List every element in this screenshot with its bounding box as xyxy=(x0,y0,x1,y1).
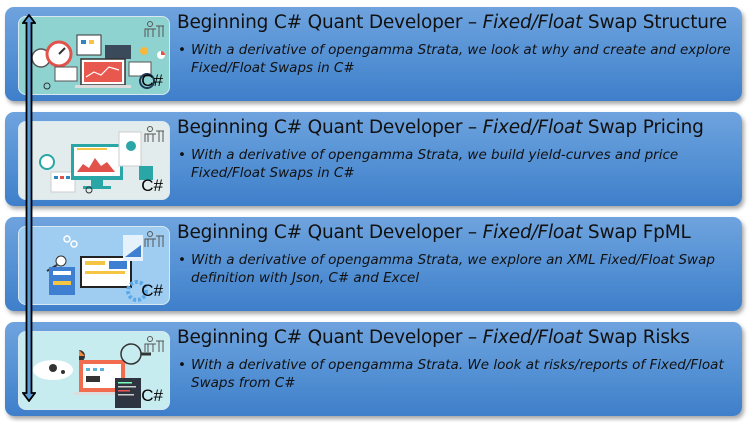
csharp-badge: C# xyxy=(141,71,163,90)
teacher-icon xyxy=(144,231,164,247)
double-arrow-icon xyxy=(22,14,36,402)
course-title[interactable]: Beginning C# Quant Developer – Fixed/Flo… xyxy=(177,117,704,138)
code-laptop-illustration-icon xyxy=(33,343,151,408)
course-description: • With a derivative of opengamma Strata.… xyxy=(178,357,724,391)
course-thumbnail: C# xyxy=(18,121,170,200)
course-description: • With a derivative of opengamma Strata,… xyxy=(178,42,731,76)
course-card-swap-pricing[interactable]: C# Beginning C# Quant Developer – Fixed/… xyxy=(5,112,742,206)
course-thumbnail: C# xyxy=(18,16,170,95)
course-card-swap-fpml[interactable]: C# Beginning C# Quant Developer – Fixed/… xyxy=(5,217,742,311)
bullet-icon: • xyxy=(178,42,186,58)
csharp-badge: C# xyxy=(141,386,163,405)
course-description: • With a derivative of opengamma Strata,… xyxy=(178,147,679,181)
analytics-monitor-illustration-icon xyxy=(39,131,153,194)
teacher-icon xyxy=(144,21,164,37)
bullet-icon: • xyxy=(178,357,186,373)
csharp-badge: C# xyxy=(141,281,163,300)
course-thumbnail: C# xyxy=(18,226,170,305)
csharp-badge: C# xyxy=(141,176,163,195)
dashboard-illustration-icon xyxy=(31,34,165,90)
document-monitor-illustration-icon xyxy=(46,235,148,302)
course-title[interactable]: Beginning C# Quant Developer – Fixed/Flo… xyxy=(177,327,690,348)
bullet-icon: • xyxy=(178,252,186,268)
bullet-icon: • xyxy=(178,147,186,163)
course-card-swap-risks[interactable]: C# Beginning C# Quant Developer – Fixed/… xyxy=(5,322,742,416)
teacher-icon xyxy=(144,126,164,142)
course-thumbnail: C# xyxy=(18,331,170,410)
course-title[interactable]: Beginning C# Quant Developer – Fixed/Flo… xyxy=(177,12,727,33)
course-description: • With a derivative of opengamma Strata,… xyxy=(178,252,715,286)
teacher-icon xyxy=(144,336,164,352)
course-card-swap-structure[interactable]: C# Beginning C# Quant Developer – Fixed/… xyxy=(5,7,742,101)
course-title[interactable]: Beginning C# Quant Developer – Fixed/Flo… xyxy=(177,222,691,243)
